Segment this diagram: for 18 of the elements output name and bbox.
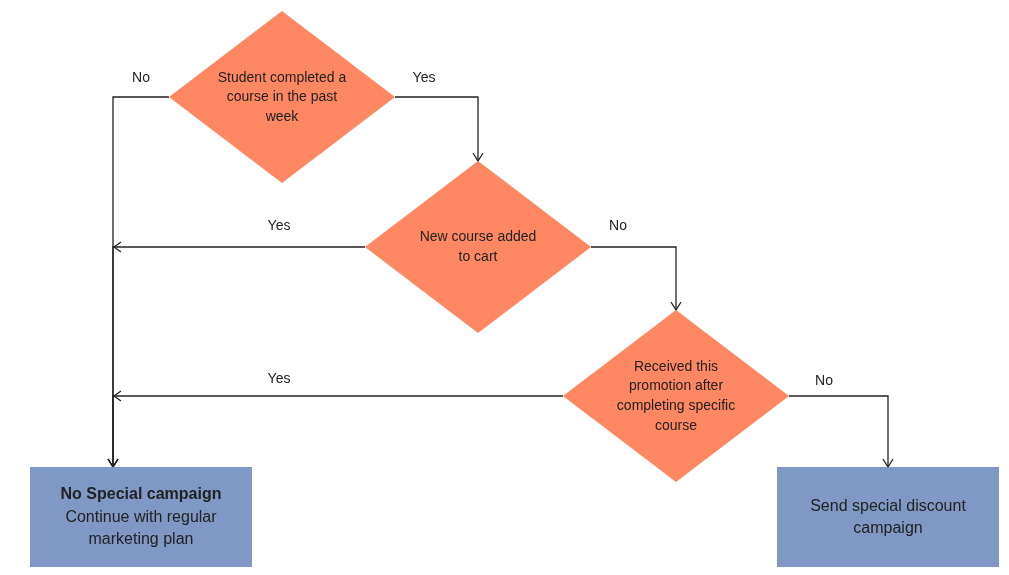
arrow [590,246,682,311]
decision-text: Student completed a course in the past week [216,67,348,126]
decision-text: Received this promotion after completing specific course [615,356,737,435]
edge-label: No [813,372,835,388]
process-box [30,467,252,567]
decision-text: New course added to cart [418,227,538,266]
edge-label: Yes [265,217,293,233]
edge-label: Yes [410,69,438,85]
arrow [107,390,564,468]
edge-label: Yes [265,370,293,386]
arrow [788,395,894,468]
arrow [394,96,484,162]
box-text: Continue with regular marketing plan [64,506,218,550]
edge-label: No [607,217,629,233]
edge-label: No [130,69,152,85]
box-text: Send special discount campaign [809,495,967,538]
box-text: No Special campaign [60,484,222,505]
process-box [777,467,999,567]
